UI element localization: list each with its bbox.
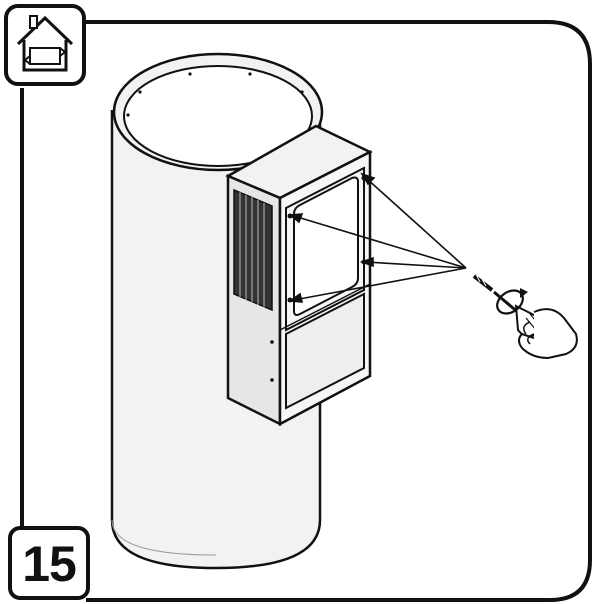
hand-icon: [518, 308, 578, 360]
screw-icon: [472, 273, 494, 292]
step-frame: [86, 20, 592, 602]
motor-box: [225, 124, 373, 427]
vent-grille: [233, 188, 273, 312]
house-recirculation-icon: [4, 4, 86, 86]
lower-access-panel: [279, 283, 371, 410]
step-number-box: [8, 526, 90, 600]
rotation-arrow-icon: [496, 288, 528, 315]
front-panel-window: [285, 166, 365, 332]
screw-direction-arrows: [287, 172, 467, 303]
cylinder-top-ring: [112, 52, 324, 172]
step-number: 15: [22, 536, 77, 592]
